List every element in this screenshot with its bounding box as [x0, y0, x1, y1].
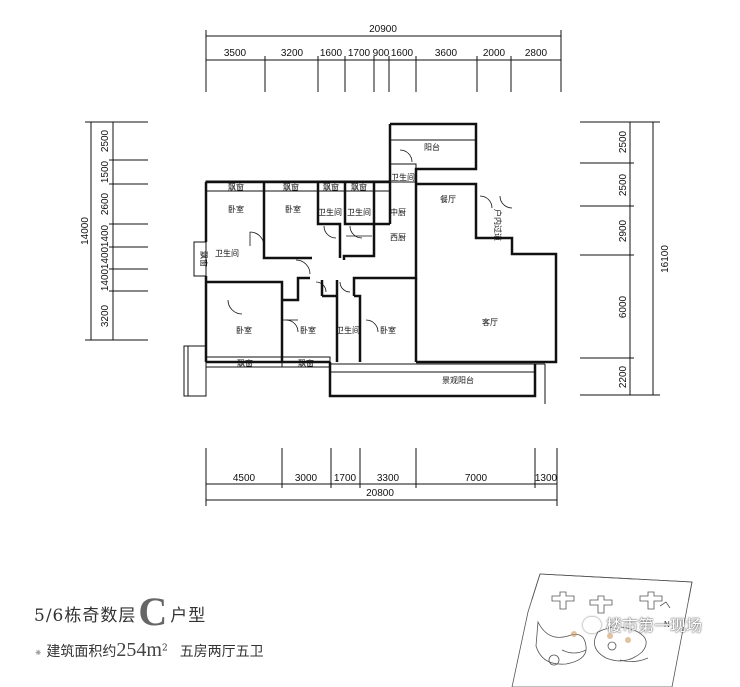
area-unit-sup: 2	[161, 643, 168, 654]
floor-plan: 20900 3500 3200 1600 1700 900 1600 3600 …	[80, 24, 693, 600]
room-balcony: 阳台	[424, 142, 440, 152]
doors	[227, 149, 513, 333]
dim-right-seg: 2500	[618, 173, 629, 196]
dim-right-seg: 2200	[618, 365, 629, 388]
dim-bottom-seg: 7000	[465, 473, 488, 484]
room-western-kitchen: 西厨	[390, 233, 406, 242]
room-bedroom: 卧室	[285, 204, 301, 214]
dim-bottom-seg: 1300	[535, 473, 558, 484]
dim-bottom-total: 20800	[366, 488, 394, 499]
dim-left-total: 14000	[80, 217, 91, 245]
unit-type-letter: C	[138, 589, 169, 634]
unit-layout: 五房两厅五卫	[179, 644, 264, 660]
dim-left-seg: 2600	[100, 192, 111, 215]
dim-top-seg: 2000	[483, 48, 506, 59]
right-dimension	[580, 121, 660, 396]
bottom-dimension	[205, 448, 558, 506]
dim-left-seg: 3200	[100, 304, 111, 327]
area-value: 254m	[116, 639, 162, 661]
brand-text: 楼市第一现场	[606, 616, 703, 635]
dim-top-seg: 1600	[320, 48, 343, 59]
dim-bottom-seg: 3300	[377, 473, 400, 484]
windows	[183, 139, 546, 404]
room-bathroom: 卫生间	[391, 172, 415, 182]
room-dining: 餐厅	[440, 195, 456, 204]
left-dimension	[85, 121, 148, 341]
room-bay-window: 飘窗	[298, 358, 314, 368]
top-dimension	[205, 30, 562, 92]
room-bay-window: 飘窗	[199, 251, 209, 267]
wechat-icon	[583, 617, 601, 633]
room-bathroom: 卫生间	[336, 325, 360, 335]
dim-top-seg: 3600	[435, 48, 458, 59]
room-landscape-balcony: 景观阳台	[442, 375, 474, 385]
unit-title-suffix: 户型	[170, 606, 207, 626]
brand-watermark: 楼市第一现场	[583, 612, 702, 636]
dim-top-seg: 3500	[224, 48, 247, 59]
walls	[204, 122, 558, 398]
dim-bottom-seg: 3000	[295, 473, 318, 484]
dim-left-seg: 1400	[100, 268, 111, 291]
dim-bottom-seg: 1700	[334, 473, 357, 484]
dim-top-seg: 900	[373, 48, 390, 59]
dim-top-total: 20900	[369, 24, 397, 35]
room-bathroom: 卫生间	[215, 248, 239, 258]
room-bathroom: 卫生间	[347, 207, 371, 217]
dim-top-seg: 2800	[525, 48, 548, 59]
room-bay-window: 飘窗	[323, 182, 339, 192]
bullet-icon: ⁕	[34, 648, 43, 659]
room-living: 客厅	[482, 317, 498, 327]
dim-left-seg: 2500	[100, 129, 111, 152]
room-bedroom: 卧室	[228, 204, 244, 214]
unit-area-line: ⁕建筑面积约254m2 五房两厅五卫	[34, 639, 354, 662]
room-bedroom: 卧室	[380, 325, 396, 335]
dim-top-seg: 1600	[391, 48, 414, 59]
dim-right-seg: 6000	[618, 295, 629, 318]
room-bay-window: 飘窗	[283, 182, 299, 192]
dim-bottom-seg: 4500	[233, 473, 256, 484]
dim-top-seg: 1700	[348, 48, 371, 59]
dim-left-seg: 1400	[100, 246, 111, 269]
room-bedroom: 卧室	[236, 325, 252, 335]
room-bathroom: 卫生间	[318, 207, 342, 217]
room-entry-corridor: 户内过道	[493, 209, 503, 241]
dim-right-seg: 2900	[618, 219, 629, 242]
dim-top-seg: 3200	[281, 48, 304, 59]
room-bay-window: 飘窗	[237, 358, 253, 368]
room-bay-window: 飘窗	[228, 182, 244, 192]
dim-left-seg: 1400	[100, 224, 111, 247]
room-bedroom: 卧室	[300, 325, 316, 335]
unit-title-prefix: 5/6栋奇数层	[34, 606, 137, 626]
dim-left-seg: 1500	[100, 160, 111, 183]
dim-right-seg: 2500	[618, 130, 629, 153]
site-key-plan	[531, 573, 693, 600]
room-bay-window: 飘窗	[351, 182, 367, 192]
area-label: 建筑面积约	[46, 644, 117, 660]
dim-right-total: 16100	[660, 245, 671, 273]
room-kitchen: 中厨	[390, 207, 406, 217]
